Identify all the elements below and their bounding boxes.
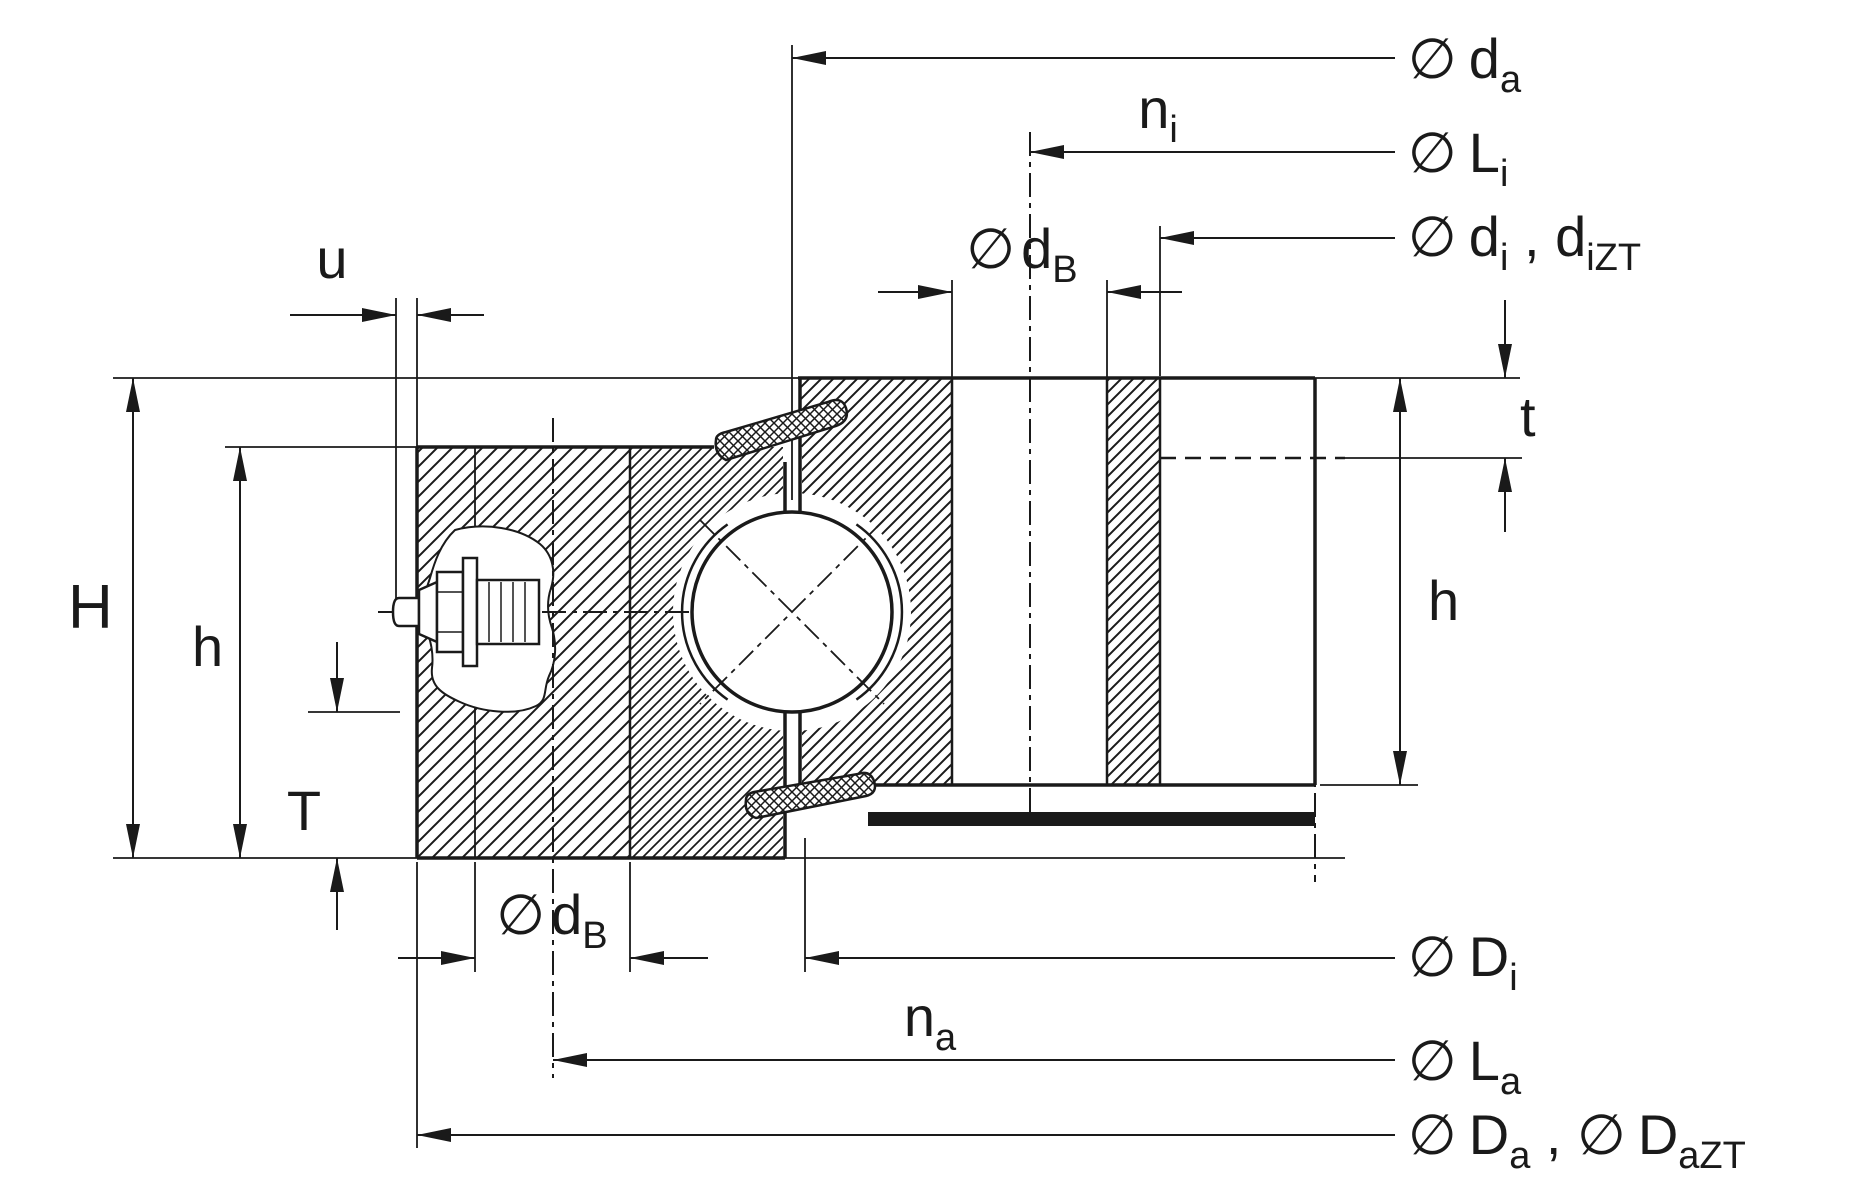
label-u: u (316, 227, 347, 290)
label-La: ∅La (1408, 1029, 1522, 1103)
label-T: T (287, 779, 321, 842)
label-di-dizt: ∅di , diZT (1408, 205, 1641, 279)
label-Da-Dazt: ∅Da , ∅DaZT (1408, 1103, 1746, 1177)
label-t: t (1520, 385, 1536, 448)
bottom-seal (744, 771, 1315, 826)
ring-outlines (415, 376, 1345, 860)
labels: u H h T ∅dB ni ∅da ∅Li ∅di , diZT t h ∅d… (68, 27, 1746, 1177)
label-h-right: h (1428, 569, 1459, 632)
bottom-seal-section (744, 771, 877, 820)
nipple-shank (475, 578, 541, 646)
top-seal-section (714, 398, 849, 462)
nipple-hex (435, 570, 465, 654)
label-H: H (68, 573, 113, 642)
nipple-flange (461, 556, 479, 668)
arrowheads (126, 51, 1512, 1142)
nipple-cone (417, 580, 439, 644)
top-seal (714, 398, 849, 462)
outer-raceway-arc (680, 523, 729, 701)
label-h-left: h (192, 615, 223, 678)
grease-nipple (391, 556, 541, 668)
seal-strip-bar (868, 812, 1315, 826)
label-dB-top: ∅dB (966, 217, 1077, 291)
label-Li: ∅Li (1408, 121, 1508, 195)
label-na: na (904, 985, 957, 1059)
ball (680, 510, 904, 714)
dimension-lines (132, 57, 1506, 1136)
label-dB-bottom: ∅dB (496, 883, 607, 957)
extension-lines (113, 45, 1522, 1148)
label-Di: ∅Di (1408, 925, 1518, 999)
ball-centerline-diag2 (699, 519, 885, 705)
label-ni: ni (1138, 77, 1178, 151)
inner-raceway-arc (855, 523, 904, 701)
nipple-tip (391, 596, 421, 628)
label-da: ∅da (1408, 27, 1522, 101)
